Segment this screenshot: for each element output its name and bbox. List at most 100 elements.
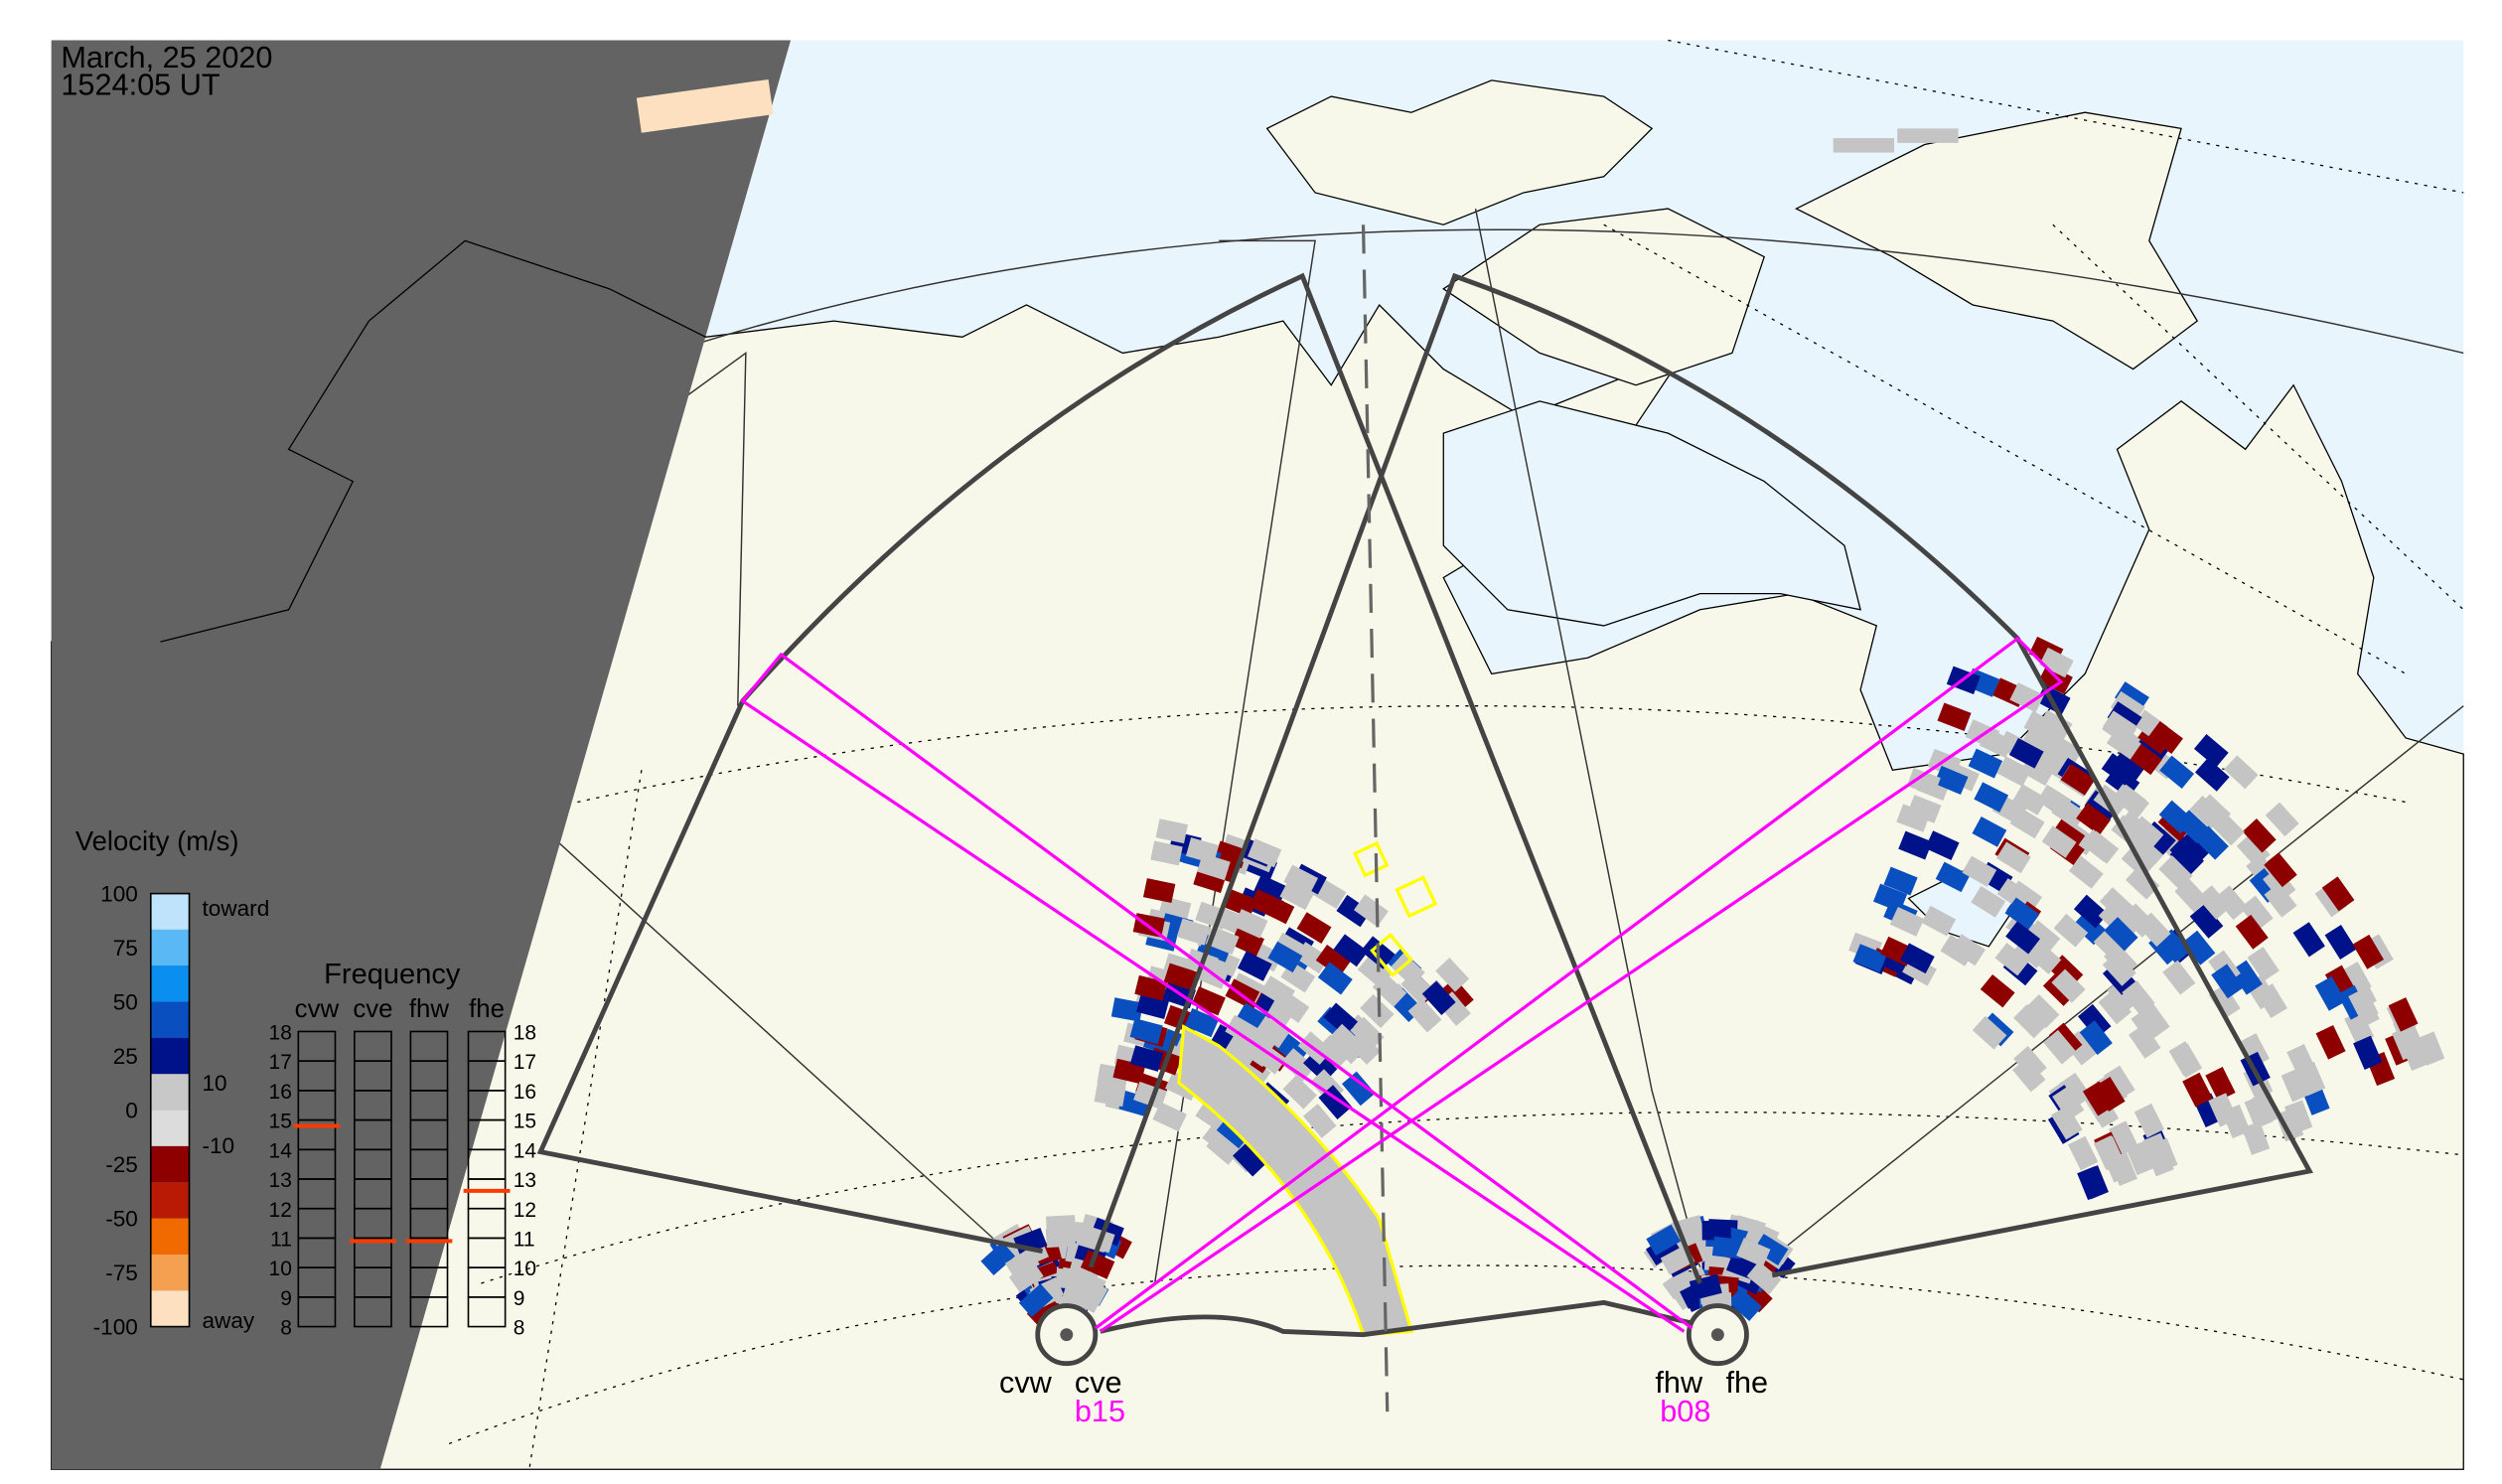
scatter-cell <box>2072 911 2108 946</box>
scatter-cell <box>2052 1086 2085 1121</box>
scatter-cell <box>2353 1035 2383 1070</box>
scatter-cell <box>2142 1132 2172 1167</box>
scatter-cell <box>1110 997 1143 1022</box>
scatter-cell <box>2131 1007 2164 1043</box>
scatter-cell <box>1163 963 1198 990</box>
colorbar-segment <box>150 1218 190 1255</box>
scatter-cell <box>2068 1135 2099 1171</box>
scatter-cell <box>1646 1224 1682 1257</box>
scatter-cell <box>1294 942 1330 974</box>
scatter-cell <box>1150 840 1183 866</box>
date-label: March, 25 2020 <box>61 40 272 74</box>
night-terminator-shading <box>51 40 792 1470</box>
scatter-cell <box>2109 1151 2137 1186</box>
scatter-cell <box>2093 928 2128 963</box>
scatter-cell <box>1968 748 2003 779</box>
scatter-cell <box>2193 734 2229 768</box>
scatter-cell <box>1897 128 1959 143</box>
frequency-tick: 14 <box>269 1139 293 1162</box>
frequency-tick: 12 <box>269 1199 292 1222</box>
scatter-cell <box>2296 1061 2326 1097</box>
scatter-cell <box>1995 841 2031 874</box>
scatter-cell <box>2084 790 2120 823</box>
scatter-cell <box>2236 832 2271 868</box>
away-label: away <box>202 1308 254 1333</box>
colorbar-tick: 50 <box>113 990 138 1015</box>
frequency-tick: 13 <box>269 1169 292 1192</box>
colorbar-segment <box>150 1037 190 1075</box>
scatter-cell <box>1129 1045 1164 1072</box>
scatter-cell <box>2051 796 2087 829</box>
scatter-cell <box>1267 941 1303 973</box>
scatter-cell <box>1899 943 1935 974</box>
scatter-cell <box>2208 1093 2238 1127</box>
scatter-cell <box>1852 944 1887 973</box>
scatter-cell <box>2134 1103 2164 1138</box>
scatter-cell <box>1974 782 2009 813</box>
scatter-cell <box>1336 894 1372 928</box>
colorbar-tick: -25 <box>105 1152 138 1177</box>
scatter-cell <box>1202 1122 1238 1156</box>
scatter-cell <box>2182 1072 2213 1108</box>
scatter-cell <box>980 1242 1016 1276</box>
frequency-tick: 10 <box>514 1258 536 1280</box>
colorbar-segment <box>150 1001 190 1038</box>
scatter-cell <box>2264 852 2297 888</box>
toward-label: toward <box>202 896 269 921</box>
scatter-cell <box>2126 1140 2155 1176</box>
scatter-cell <box>2009 682 2045 713</box>
scatter-cell <box>2230 960 2263 995</box>
land-greenland <box>1795 111 2199 371</box>
fh-site-dot <box>1710 1328 1724 1342</box>
frequency-tick: 12 <box>514 1199 536 1222</box>
frequency-tick: 9 <box>514 1287 525 1310</box>
scatter-cell <box>1254 1015 1290 1049</box>
frequency-tick: 13 <box>514 1169 536 1192</box>
scatter-cell <box>1833 138 1895 153</box>
colorbar-tick: -75 <box>105 1261 138 1285</box>
cv-fov-outline <box>536 272 1702 1284</box>
scatter-cell <box>2169 840 2204 875</box>
colorbar-segment <box>150 893 190 930</box>
scatter-cell <box>2013 1046 2047 1081</box>
scatter-cell <box>2129 816 2164 850</box>
land-arctic-islands <box>1265 79 1654 225</box>
frequency-tick: 17 <box>269 1051 292 1074</box>
scatter-cell <box>2068 855 2104 889</box>
scatter-cell <box>1333 934 1369 967</box>
colorbar-segment <box>150 1182 190 1219</box>
bottom-boundary <box>1100 1299 1701 1338</box>
scatter-cell <box>1223 1035 1258 1068</box>
scatter-cell <box>2283 1100 2313 1134</box>
scatter-cell <box>1249 889 1284 919</box>
scatter-cell <box>2159 755 2195 789</box>
scatter-cell <box>1296 912 1332 944</box>
colorbar-tick: 0 <box>125 1099 138 1123</box>
scatter-cell <box>2224 755 2259 790</box>
scatter-cell <box>1935 861 1971 893</box>
scatter-cell <box>1937 702 1972 731</box>
beam-b15 <box>1094 636 2064 1333</box>
cvw-label: cvw <box>999 1365 1053 1400</box>
colorbar-tick: 25 <box>113 1044 138 1069</box>
scatter-cell <box>2013 1004 2048 1039</box>
scatter-cell <box>1328 1023 1364 1058</box>
tick-minus-10: -10 <box>202 1133 234 1158</box>
scatter-cell <box>2205 1067 2236 1102</box>
scatter-cell <box>1925 830 1960 861</box>
scatter-cell <box>2388 997 2419 1032</box>
scatter-cell <box>2263 867 2296 902</box>
highlight-cell <box>1395 875 1438 919</box>
scatter-cell <box>2098 989 2132 1025</box>
scatter-cell <box>1195 1100 1231 1132</box>
frequency-tick: 11 <box>514 1229 535 1252</box>
scatter-cell <box>1282 1075 1317 1110</box>
scatter-cell <box>2108 1120 2138 1155</box>
scatter-cell <box>2008 737 2044 769</box>
scatter-cell <box>1323 1002 1359 1037</box>
scatter-cell <box>2401 1036 2430 1072</box>
frequency-radar-label: cve <box>353 995 392 1023</box>
scatter-cell <box>2158 855 2193 890</box>
scatter-cell <box>2210 812 2245 846</box>
